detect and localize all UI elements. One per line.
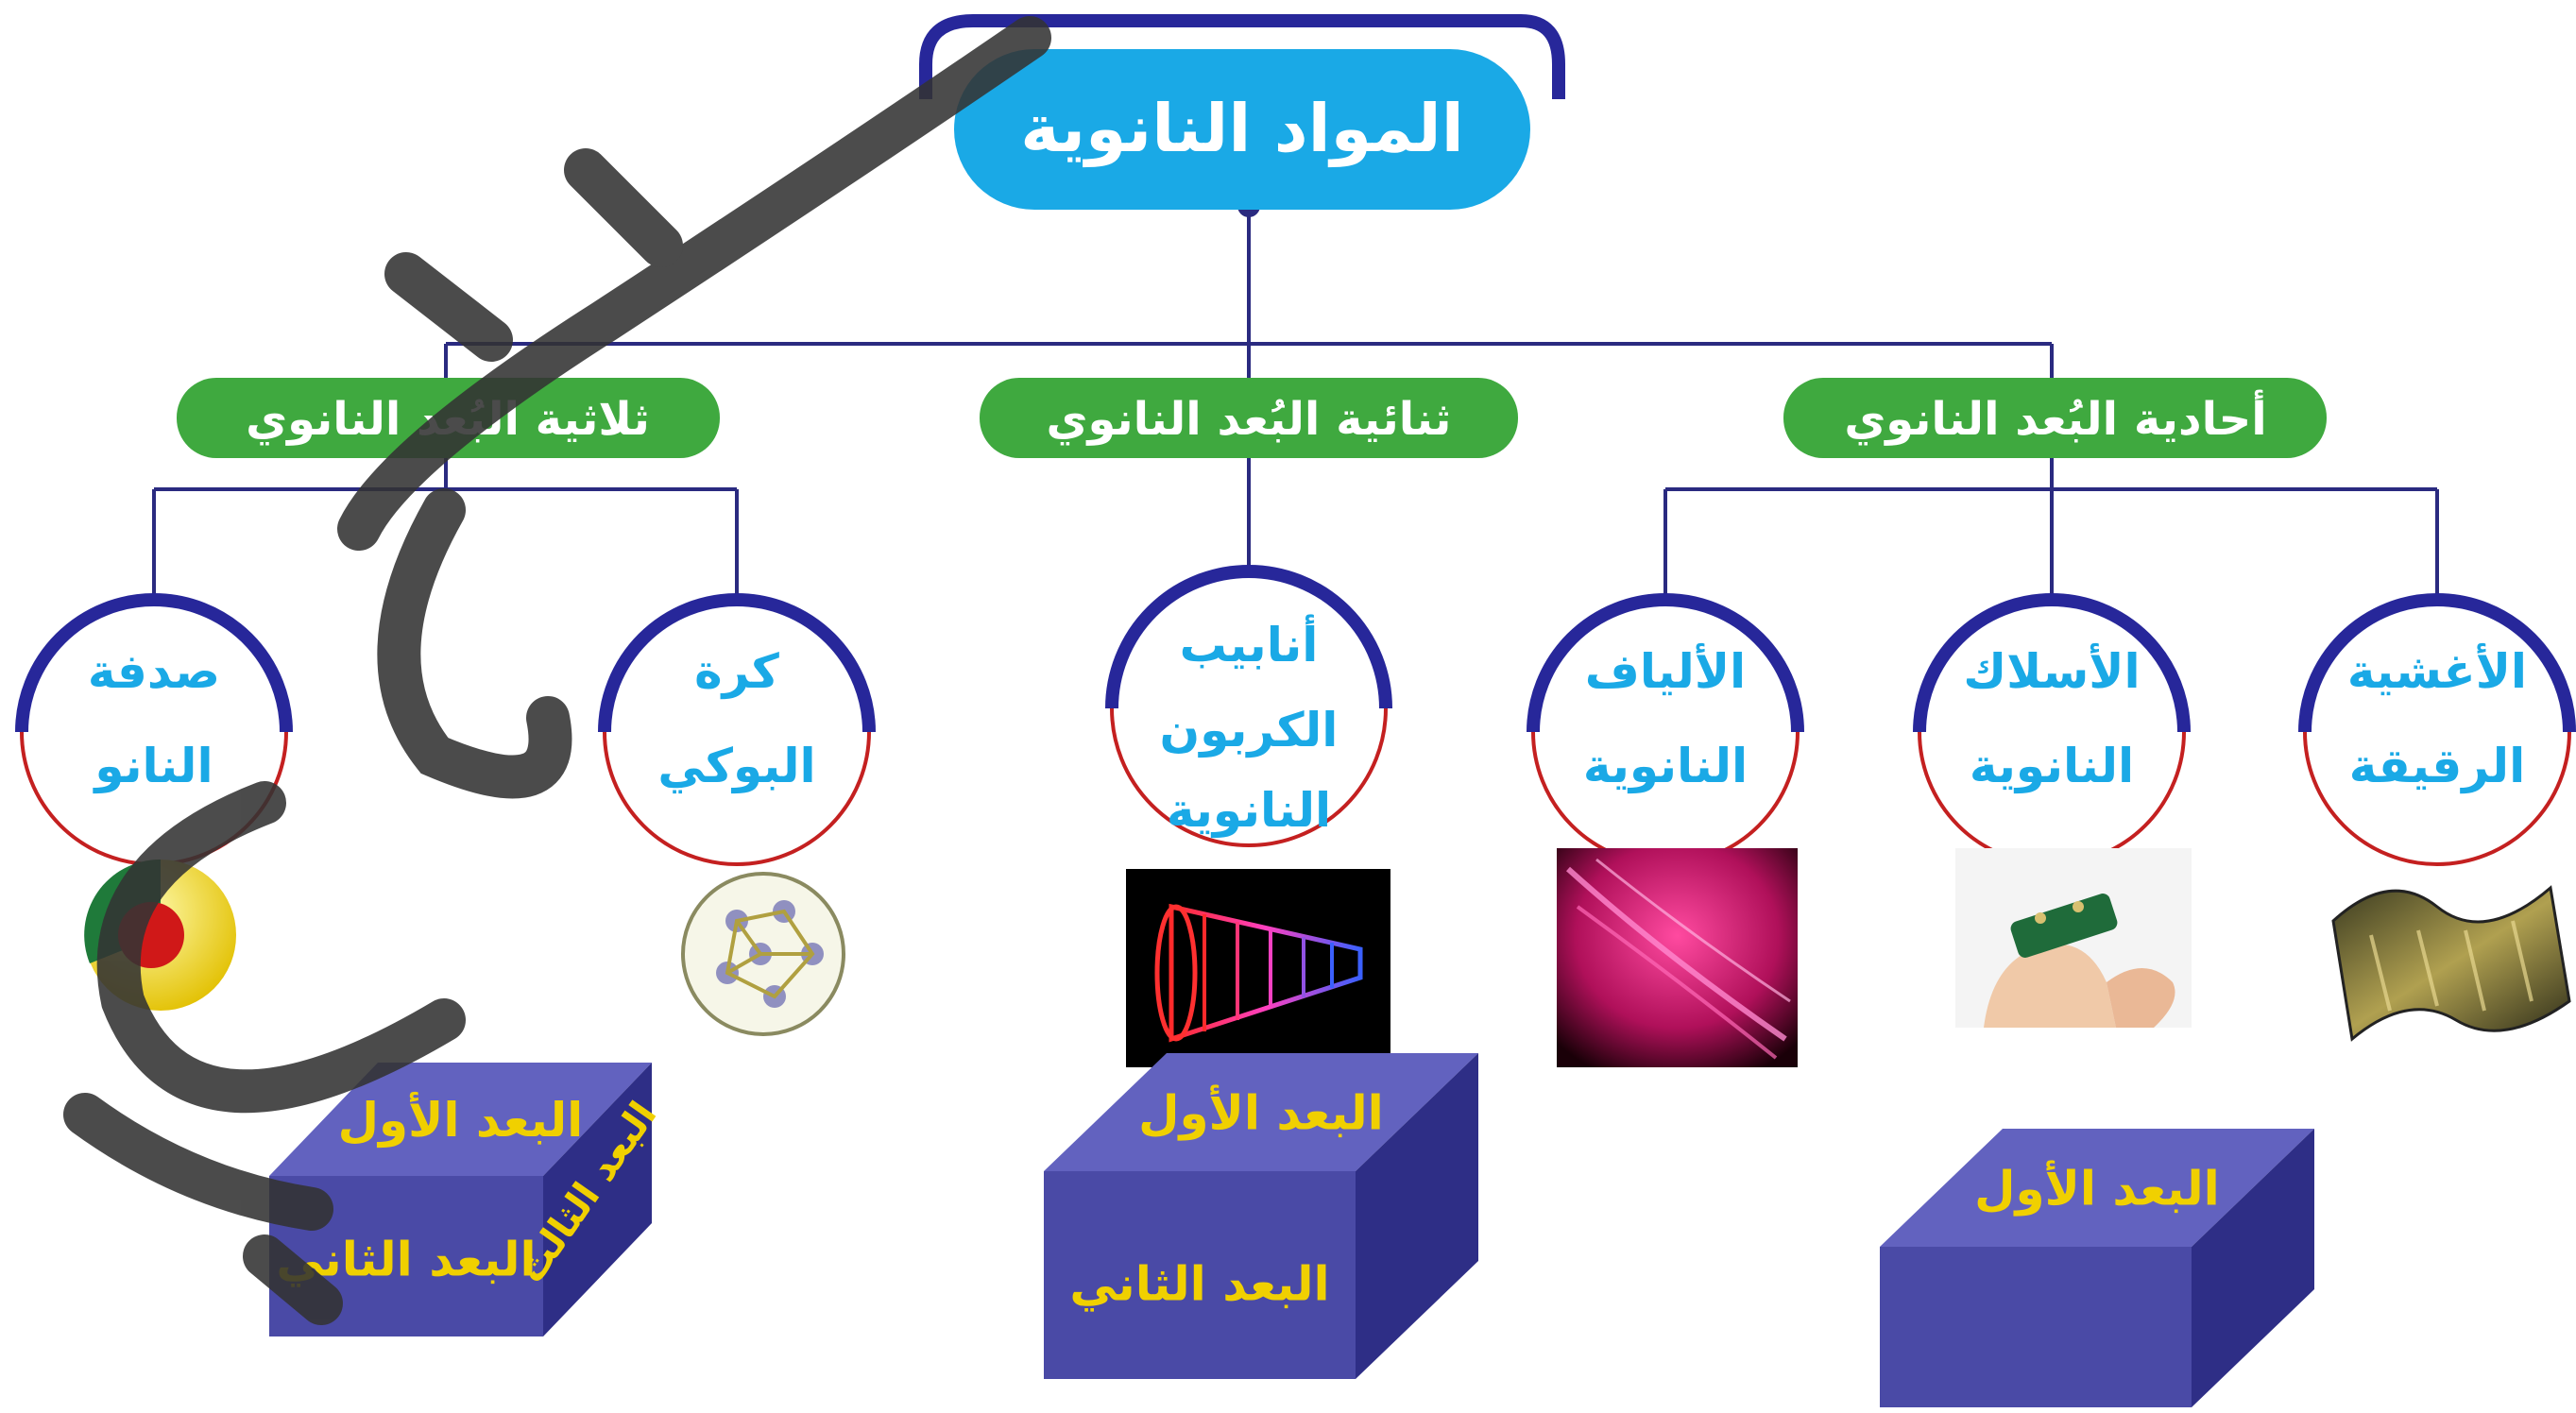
item-nanowires: الأسلاك النانوية bbox=[1913, 593, 2191, 866]
branch-2d: ثنائية البُعد النانوي bbox=[980, 378, 1518, 458]
item-label-line: الكربون bbox=[1160, 703, 1339, 758]
cube-top-face bbox=[1044, 1053, 1478, 1171]
item-nanoshell: صدفة النانو bbox=[15, 593, 293, 866]
cube-label-first: البعد الأول bbox=[1138, 1084, 1384, 1142]
cube-front-face bbox=[1880, 1247, 2192, 1407]
branch-pill bbox=[980, 378, 1518, 458]
item-arc bbox=[1527, 593, 1804, 733]
item-label-line: النانوية bbox=[1167, 783, 1331, 839]
branch-label-1d: أحادية البُعد النانوي bbox=[1844, 389, 2266, 446]
item-label-line: كرة bbox=[694, 644, 780, 700]
cube-label-first: البعد الأول bbox=[338, 1091, 584, 1149]
root-node: المواد النانوية bbox=[919, 14, 1565, 210]
branch-label-2d: ثنائية البُعد النانوي bbox=[1047, 393, 1452, 446]
item-label-line: النانوية bbox=[1970, 739, 2134, 794]
item-carbon-nanotubes: أنابيب الكربون النانوية bbox=[1105, 565, 1392, 847]
buckyball-image bbox=[681, 872, 845, 1036]
item-label-line: الأغشية bbox=[2347, 642, 2527, 699]
cube-label-second: البعد الثاني bbox=[1069, 1256, 1329, 1311]
cube-1d: البعد الأول bbox=[1880, 1129, 2314, 1407]
nanofiber-image bbox=[1557, 848, 1798, 1067]
item-thin-films: الأغشية الرقيقة bbox=[2298, 593, 2576, 866]
item-label-line: البوكي bbox=[657, 739, 815, 794]
cube-side-face bbox=[2192, 1129, 2314, 1407]
item-arc bbox=[598, 593, 876, 733]
nanowire-image bbox=[1955, 848, 2192, 1028]
watermark-signature bbox=[63, 16, 1051, 1325]
item-buckyball: كرة البوكي bbox=[598, 593, 876, 866]
cube-2d: البعد الأول البعد الثاني bbox=[1044, 1053, 1478, 1379]
item-arc bbox=[1105, 565, 1392, 709]
carbon-nanotube-image bbox=[1126, 869, 1390, 1067]
cube-side-face bbox=[1356, 1053, 1478, 1379]
cube-side-face bbox=[543, 1063, 652, 1336]
root-label: المواد النانوية bbox=[1020, 90, 1463, 167]
cube-top-face bbox=[269, 1063, 652, 1176]
branch-pill bbox=[1783, 378, 2327, 458]
item-nanofibers: الألياف النانوية bbox=[1527, 593, 1804, 866]
branch-1d: أحادية البُعد النانوي bbox=[1783, 378, 2327, 458]
cube-label-first: البعد الأول bbox=[1974, 1160, 2220, 1217]
item-label-line: صدفة bbox=[88, 644, 220, 699]
item-arc bbox=[15, 593, 293, 733]
item-label-line: الألياف bbox=[1585, 642, 1746, 699]
cube-front-face bbox=[1044, 1171, 1356, 1379]
item-label-line: الرقيقة bbox=[2349, 739, 2525, 794]
thin-film-image bbox=[2331, 885, 2571, 1042]
item-label-line: النانو bbox=[92, 739, 213, 794]
item-arc bbox=[2298, 593, 2576, 733]
root-pill bbox=[954, 49, 1530, 210]
cube-top-face bbox=[1880, 1129, 2314, 1247]
item-label-line: أنابيب bbox=[1180, 614, 1319, 672]
item-label-line: النانوية bbox=[1583, 739, 1748, 794]
item-label-line: الأسلاك bbox=[1963, 642, 2140, 699]
root-bracket bbox=[919, 14, 1565, 99]
item-arc bbox=[1913, 593, 2191, 733]
